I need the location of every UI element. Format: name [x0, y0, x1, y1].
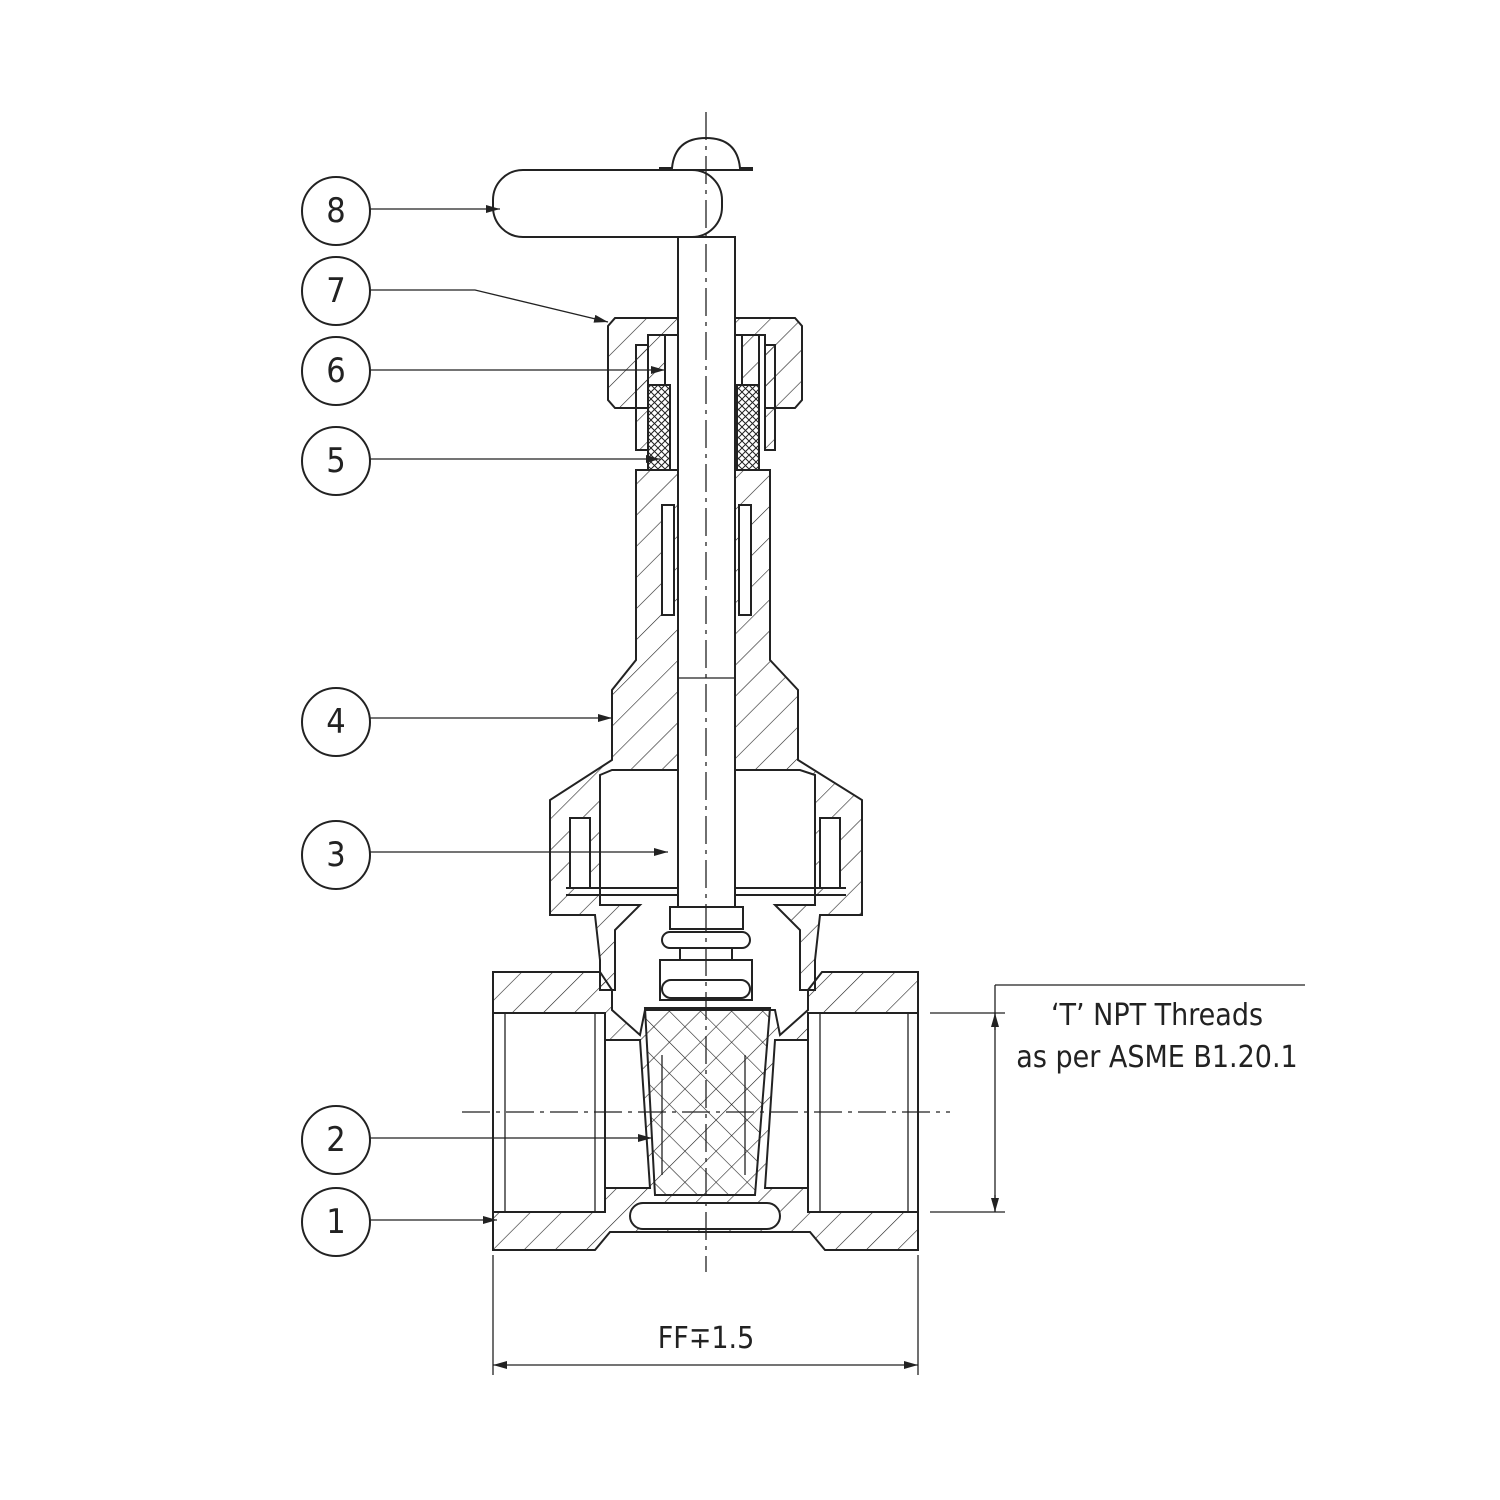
svg-text:5: 5 — [326, 441, 345, 481]
bonnet — [549, 469, 863, 991]
packing-left — [647, 384, 671, 471]
callouts: 8 7 6 5 4 3 2 1 — [301, 176, 668, 1257]
packing-right — [736, 384, 760, 471]
svg-text:1: 1 — [326, 1202, 345, 1242]
svg-text:4: 4 — [326, 702, 345, 742]
callout-2: 2 — [301, 1105, 652, 1175]
ff-dimension-label: FF∓1.5 — [658, 1321, 755, 1356]
callout-7: 7 — [301, 256, 609, 326]
svg-text:7: 7 — [326, 271, 345, 311]
thread-note-line-2: as per ASME B1.20.1 — [1016, 1040, 1297, 1075]
svg-text:8: 8 — [326, 191, 345, 231]
callout-6: 6 — [301, 336, 665, 406]
callout-4: 4 — [301, 687, 612, 757]
callout-5: 5 — [301, 426, 660, 496]
callout-3: 3 — [301, 820, 668, 890]
svg-text:2: 2 — [326, 1120, 345, 1160]
wedge — [643, 1007, 772, 1196]
handwheel — [492, 136, 753, 238]
gland-nut — [607, 317, 803, 451]
svg-text:3: 3 — [326, 835, 345, 875]
callout-8: 8 — [301, 176, 500, 246]
svg-text:6: 6 — [326, 351, 345, 391]
thread-note-line-1: ‘T’ NPT Threads — [1051, 998, 1263, 1033]
face-to-face-dimension: FF∓1.5 — [492, 1255, 919, 1375]
thread-dimension: ‘T’ NPT Threads as per ASME B1.20.1 — [930, 984, 1305, 1213]
callout-1: 1 — [301, 1187, 497, 1257]
